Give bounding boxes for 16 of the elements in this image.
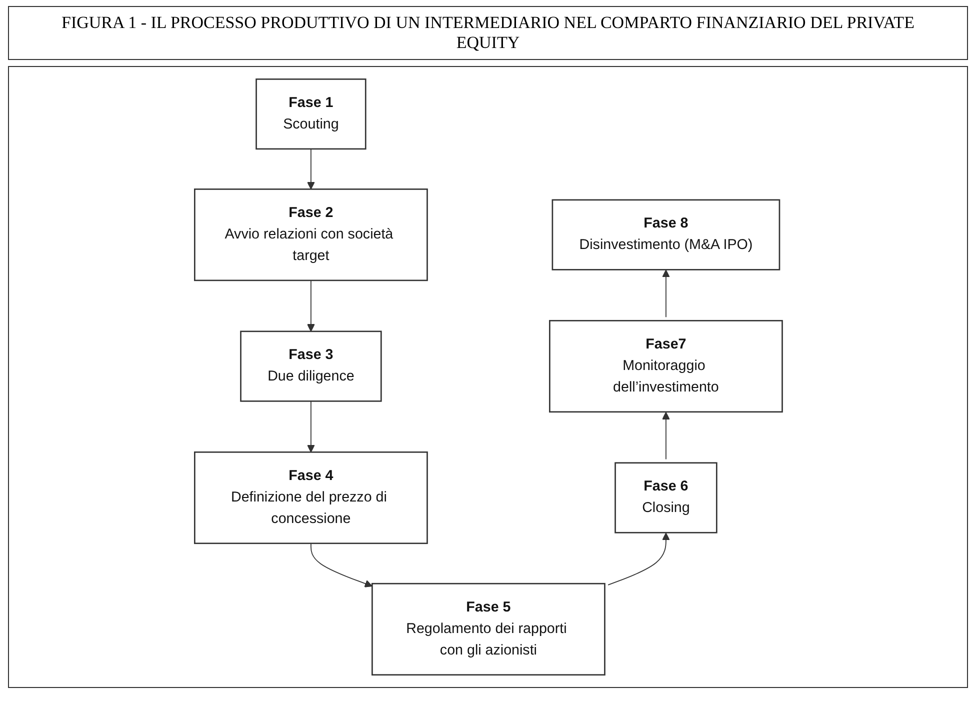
arrow [607,532,670,586]
node-box: Fase 6 Closing [614,462,717,534]
node-box: Fase7 Monitoraggio dell’investimento [548,320,782,413]
node-box: Fase 8 Disinvestimento (M&A IPO) [551,199,780,270]
arrow [306,400,314,452]
diagram-title: FIGURA 1 - IL PROCESSO PRODUTTIVO DI UN INTERMEDIARIO NEL COMPARTO FINANZIARIO DEL PRIVATE EQUITY [8,6,968,60]
arrow [662,270,670,318]
node-box: Fase 5 Regolamento dei rapporti con gli azionisti [371,582,605,676]
node-box: Fase 4 Definizione del prezzo di concessione [194,451,428,544]
arrow [310,542,372,588]
node-box: Fase 3 Due diligence [240,330,382,402]
arrow [662,412,670,460]
node-box: Fase 2 Avvio relazioni con società target [194,188,428,282]
node-box: Fase 1 Scouting [255,78,366,150]
arrow [306,148,314,190]
arrow [306,280,314,332]
